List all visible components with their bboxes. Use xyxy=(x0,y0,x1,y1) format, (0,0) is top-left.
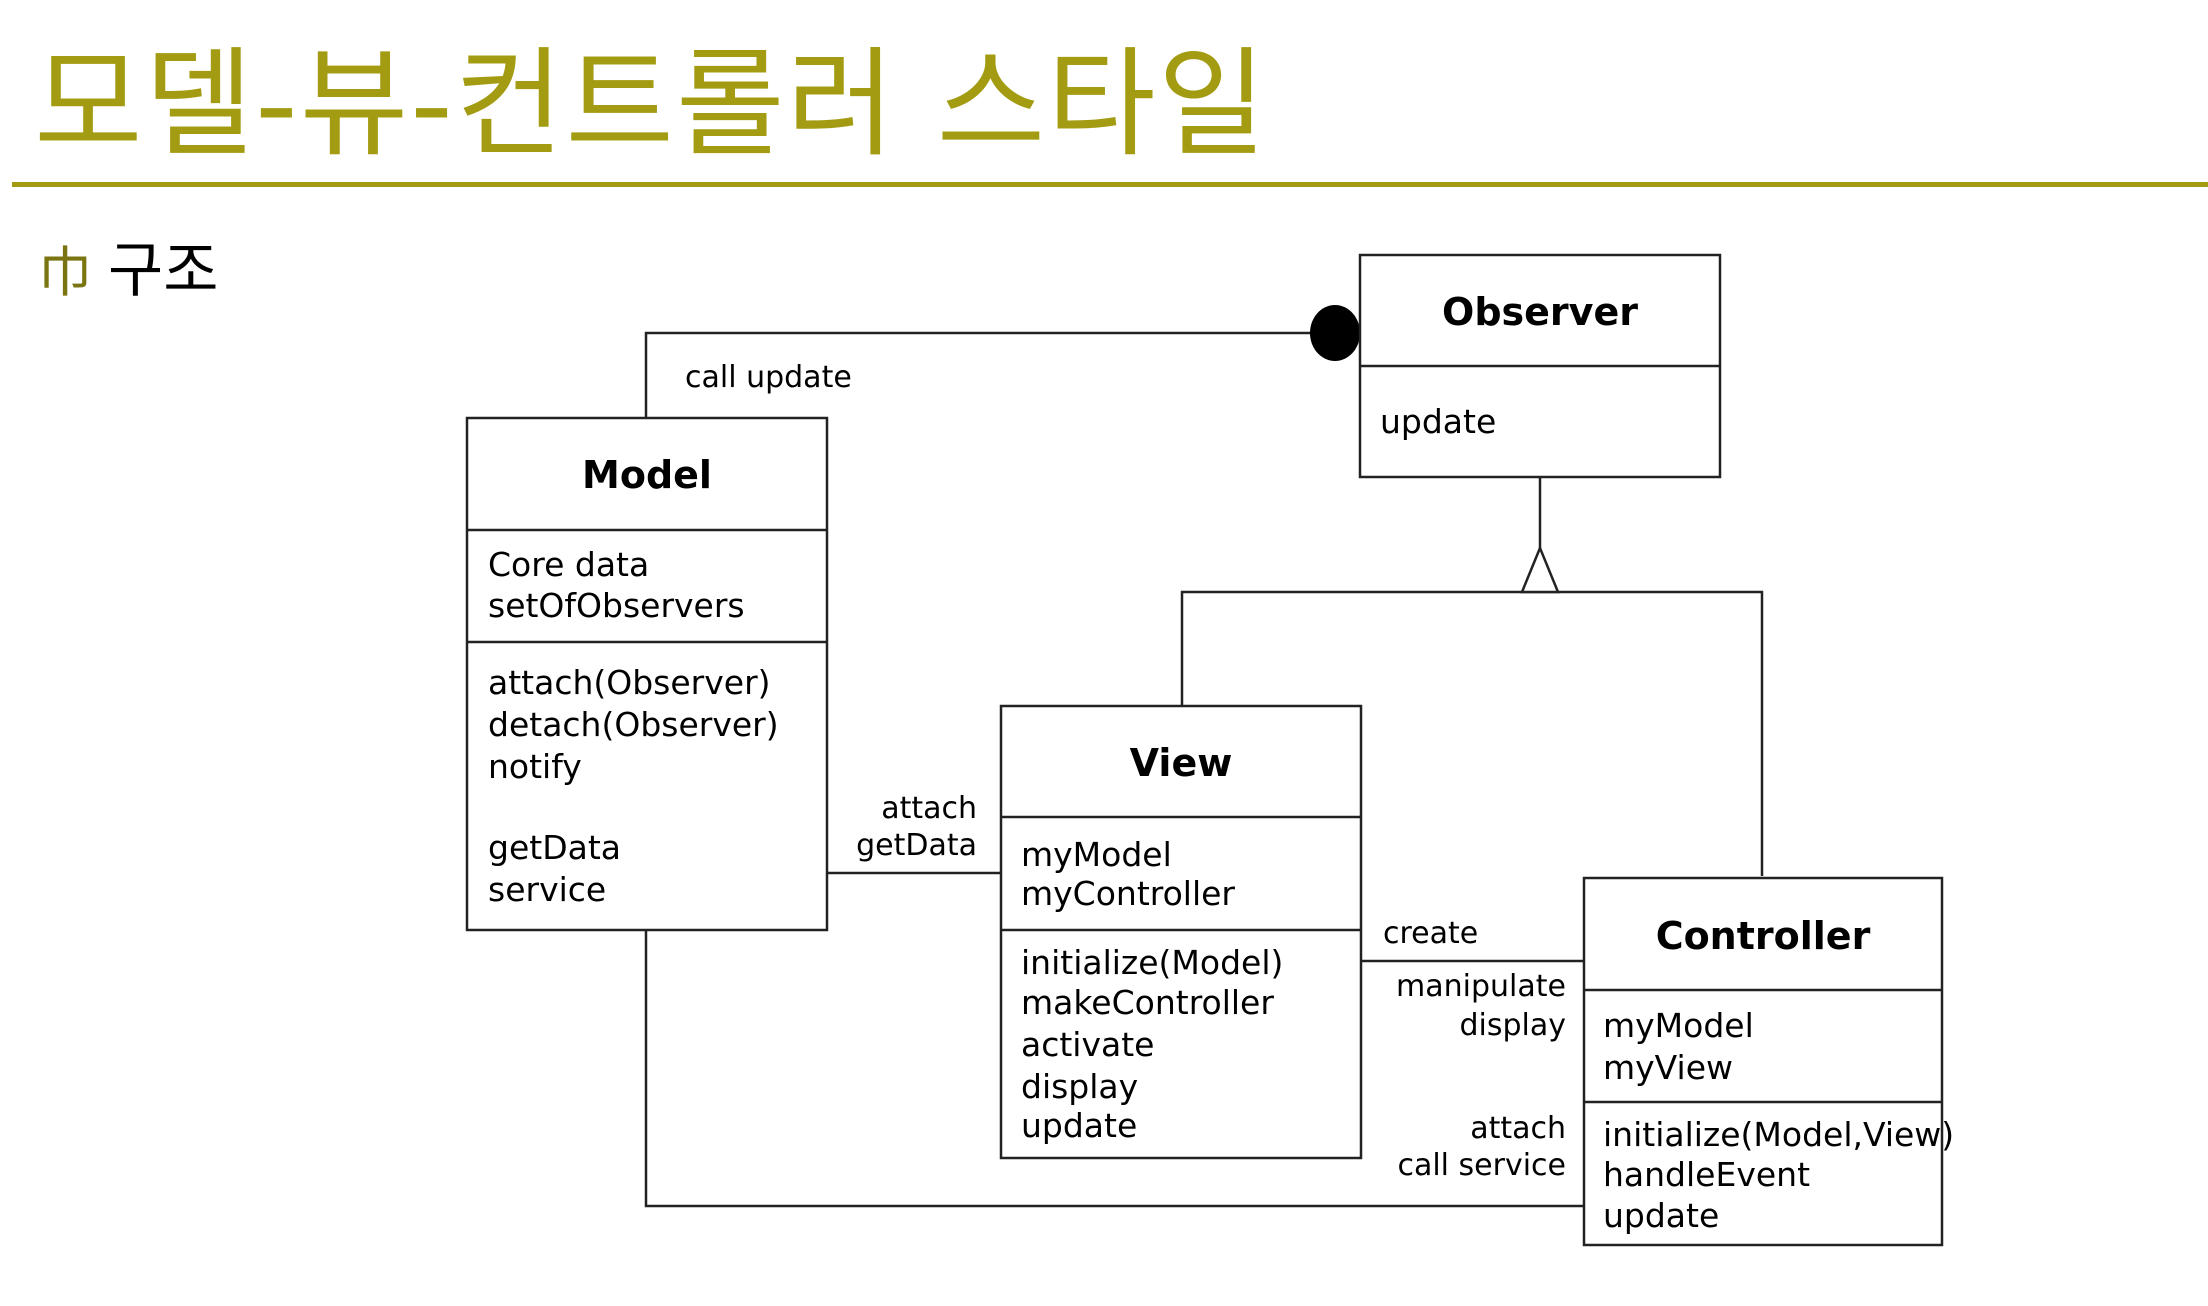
view-attribute: myModel xyxy=(1021,835,1172,874)
controller-attribute: myView xyxy=(1603,1048,1733,1087)
observer-operation: update xyxy=(1380,402,1496,441)
controller-operation: update xyxy=(1603,1196,1719,1235)
view-class: View myModel myController initialize(Mod… xyxy=(999,704,1363,1160)
model-operation: detach(Observer) xyxy=(488,705,779,744)
view-operation: activate xyxy=(1021,1025,1154,1064)
label-display: display xyxy=(1459,1008,1566,1043)
connector-view-inheritance xyxy=(1180,590,1764,876)
model-operation: attach(Observer) xyxy=(488,663,771,702)
bullet-icon: 巾 xyxy=(38,241,92,304)
label-create: create xyxy=(1383,916,1478,951)
view-class-name: View xyxy=(1130,741,1233,785)
controller-class: Controller myModel myView initialize(Mod… xyxy=(1582,876,1954,1247)
observer-class-name: Observer xyxy=(1442,290,1638,334)
inheritance-triangle-icon xyxy=(1520,544,1560,594)
observer-class: Observer update xyxy=(1358,253,1722,479)
label-call-service: call service xyxy=(1397,1148,1566,1183)
label-attach-controller: attach xyxy=(1470,1111,1566,1146)
label-get-data: getData xyxy=(856,828,977,863)
section-label: 구조 xyxy=(108,236,219,306)
controller-operation: initialize(Model,View) xyxy=(1603,1115,1954,1154)
connector-model-controller xyxy=(644,930,1584,1208)
view-attribute: myController xyxy=(1021,874,1235,913)
controller-class-name: Controller xyxy=(1656,914,1871,958)
title-underline xyxy=(12,182,2208,187)
view-operation: update xyxy=(1021,1106,1137,1145)
view-operation: makeController xyxy=(1021,983,1274,1022)
model-class-name: Model xyxy=(582,453,712,497)
view-operation: initialize(Model) xyxy=(1021,943,1283,982)
model-operation: notify xyxy=(488,747,582,786)
view-operation: display xyxy=(1021,1067,1138,1106)
label-manipulate: manipulate xyxy=(1396,969,1566,1004)
model-attribute: setOfObservers xyxy=(488,586,745,625)
controller-attribute: myModel xyxy=(1603,1006,1754,1045)
controller-operation: handleEvent xyxy=(1603,1155,1810,1194)
page-title: 모델-뷰-컨트롤러 스타일 xyxy=(34,35,1269,173)
section-heading: 巾 구조 xyxy=(38,236,218,308)
model-attribute: Core data xyxy=(488,545,649,584)
model-class: Model Core data setOfObservers attach(Ob… xyxy=(465,416,829,932)
connector-model-observer xyxy=(644,331,1322,418)
label-call-update: call update xyxy=(685,360,852,395)
label-attach: attach xyxy=(881,791,977,826)
model-operation: service xyxy=(488,870,606,909)
model-operation: getData xyxy=(488,828,621,867)
association-end-dot xyxy=(1310,305,1360,361)
